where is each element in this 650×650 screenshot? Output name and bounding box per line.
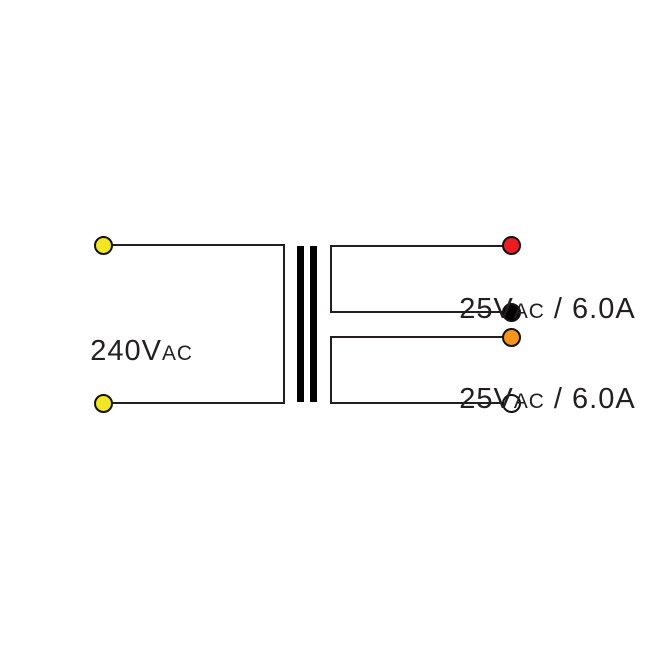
primary-voltage-main: 240V (90, 335, 162, 367)
secondary1-voltage-main: 25V (459, 293, 514, 325)
secondary2-bottom-wire (330, 402, 511, 404)
primary-top-wire (103, 244, 285, 246)
secondary1-top-wire (330, 245, 511, 247)
secondary2-voltage-main: 25V (459, 383, 514, 415)
secondary1-current-rating: / 6.0A (544, 293, 636, 325)
secondary1-voltage-ac-suffix: AC (513, 300, 545, 323)
primary-voltage-ac-suffix: AC (161, 342, 193, 365)
secondary2-terminal-bottom-white (502, 394, 521, 413)
secondary2-current-rating: / 6.0A (544, 383, 636, 415)
transformer-core-bar-left (297, 246, 304, 402)
secondary1-left-wire (330, 245, 332, 313)
primary-terminal-bottom-yellow (94, 394, 113, 413)
secondary2-terminal-top-orange (502, 328, 521, 347)
transformer-core-bar-right (310, 246, 317, 402)
secondary1-rating-label: 25VAC / 6.0A (423, 264, 636, 357)
secondary2-rating-label: 25VAC / 6.0A (423, 354, 636, 447)
secondary2-top-wire (330, 336, 511, 338)
secondary1-terminal-bottom-black (502, 303, 521, 322)
primary-terminal-top-yellow (94, 236, 113, 255)
secondary1-bottom-wire (330, 311, 511, 313)
primary-voltage-label: 240VAC (54, 306, 193, 399)
primary-bottom-wire (103, 402, 285, 404)
secondary2-left-wire (330, 336, 332, 404)
secondary1-terminal-top-red (502, 236, 521, 255)
secondary2-voltage-ac-suffix: AC (513, 390, 545, 413)
primary-right-wire (283, 244, 285, 404)
